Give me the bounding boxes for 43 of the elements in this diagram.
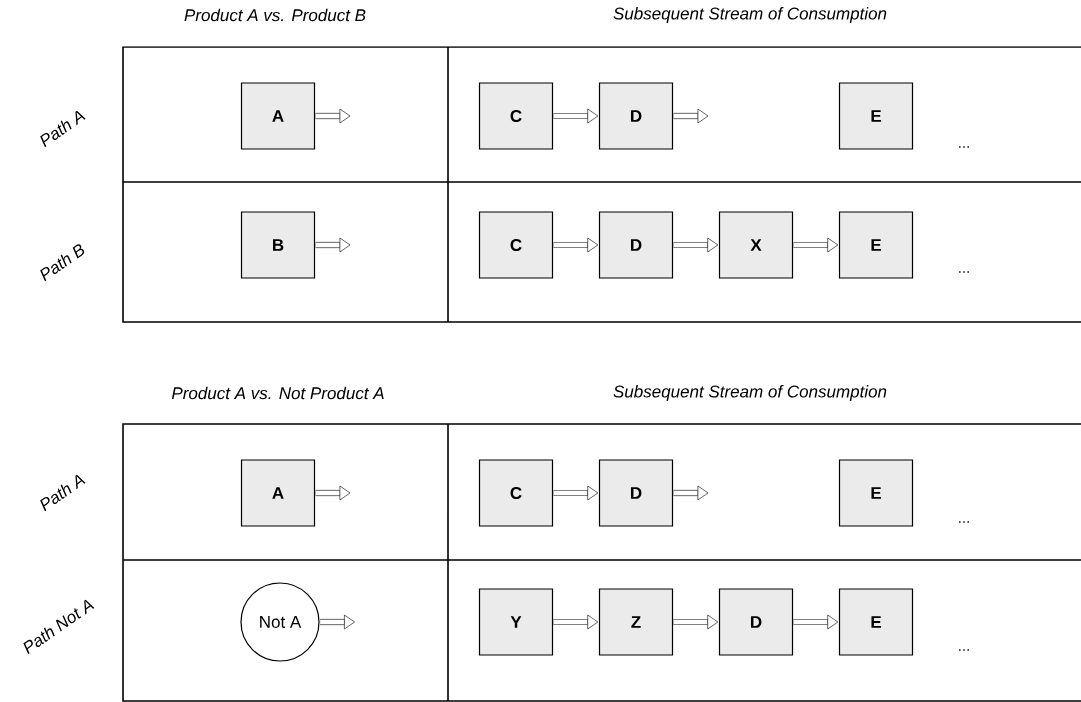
node-box: D [598,211,674,279]
row-label: Path B [40,244,85,282]
block-arrow [793,614,839,630]
block-arrow [553,485,599,501]
node-box: C [478,459,554,527]
row-label: Path A [40,110,86,148]
header: Subsequent Stream of Consumption [613,385,887,401]
ellipsis: ... [959,649,969,651]
block-arrow [553,237,599,253]
node-box: E [838,82,914,150]
block-arrow [673,108,709,124]
header: Product A vs. Not Product A [171,386,384,400]
block-arrow [673,614,719,630]
block-arrow [315,108,351,124]
node-box: A [240,82,316,150]
node-box: B [240,211,316,279]
block-arrow [553,614,599,630]
block-arrow [315,237,351,253]
node-box: E [838,588,914,656]
node-box: E [838,459,914,527]
node-box: C [478,211,554,279]
header: Subsequent Stream of Consumption [613,7,887,23]
row-label: Path A [40,474,86,512]
ellipsis: ... [959,146,969,148]
node-box: D [718,588,794,656]
block-arrow [553,108,599,124]
block-arrow [673,237,719,253]
node-box: Z [598,588,674,656]
node-box: Y [478,588,554,656]
node-box: C [478,82,554,150]
node-box: A [240,459,316,527]
node-box: E [838,211,914,279]
node-box: D [598,82,674,150]
node-box: D [598,459,674,527]
row-label: Path Not A [23,599,95,655]
block-arrow [320,614,355,630]
header: Product A vs. Product B [184,8,366,22]
ellipsis: ... [959,521,969,523]
node-box: X [718,211,794,279]
block-arrow [793,237,839,253]
block-arrow [315,485,351,501]
ellipsis: ... [959,271,969,273]
block-arrow [673,485,709,501]
